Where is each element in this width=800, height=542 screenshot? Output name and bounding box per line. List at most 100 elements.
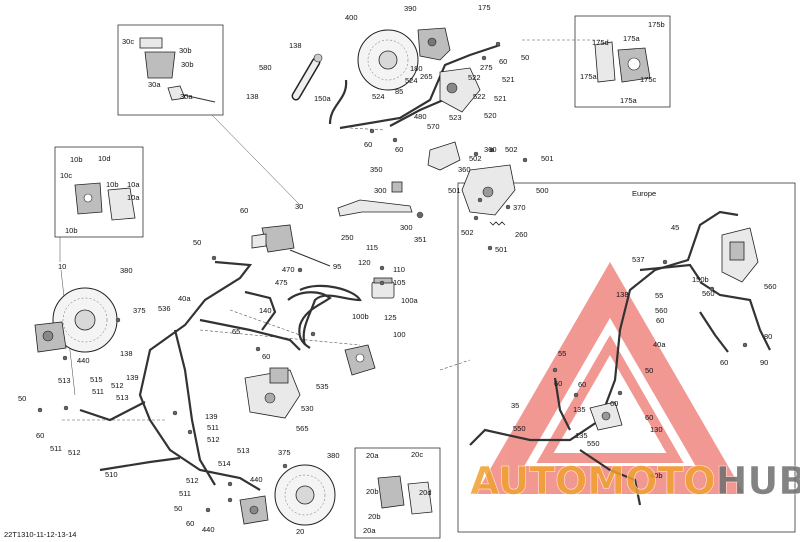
label-20a: 20a	[366, 451, 379, 460]
label-300: 300	[374, 186, 387, 195]
label-10c: 10c	[60, 171, 72, 180]
label-30b: 30b	[179, 46, 192, 55]
label-522b: 522	[473, 92, 486, 101]
label-375: 375	[133, 306, 146, 315]
abs-bracket-520	[439, 67, 481, 113]
label-175: 175	[478, 3, 491, 12]
label-535: 535	[316, 382, 329, 391]
fasteners	[37, 41, 748, 513]
label-560: 560	[702, 289, 715, 298]
label-60j: 60	[578, 380, 586, 389]
label-20: 20	[296, 527, 304, 536]
label-250: 250	[341, 233, 354, 242]
label-90: 90	[760, 358, 768, 367]
label-351: 351	[414, 235, 427, 244]
label-40a-eu: 40a	[653, 340, 666, 349]
label-536: 536	[158, 304, 171, 313]
label-524b: 524	[372, 92, 385, 101]
europe-abs-module-130	[589, 401, 623, 431]
caliper-390	[417, 27, 451, 61]
inset-frame-caliper-10	[54, 146, 144, 238]
label-511b: 511	[50, 444, 62, 453]
label-10a2: 10a	[127, 193, 140, 202]
diagram-code: 22T1310-11-12-13-14	[4, 530, 76, 539]
label-514: 514	[218, 459, 231, 468]
pedal-bracket-500	[461, 164, 516, 216]
label-511: 511	[92, 387, 104, 396]
label-175c: 175c	[640, 75, 657, 84]
label-30a2: 30a	[180, 92, 193, 101]
label-10b3: 10b	[65, 226, 78, 235]
label-20a2: 20a	[363, 526, 376, 535]
label-10b: 10b	[70, 155, 83, 164]
label-513b: 513	[116, 393, 129, 402]
label-520: 520	[484, 111, 497, 120]
label-60d: 60	[240, 206, 248, 215]
europe-brake-lines	[469, 210, 771, 506]
label-110: 110	[393, 265, 405, 274]
label-511d: 511	[179, 489, 191, 498]
brake-line-175	[339, 43, 501, 130]
label-80: 80	[764, 332, 772, 341]
label-537: 537	[632, 255, 645, 264]
inset-frames	[54, 15, 796, 539]
label-55: 55	[655, 291, 663, 300]
label-521b: 521	[494, 94, 507, 103]
label-380: 380	[120, 266, 133, 275]
label-524: 524	[405, 76, 418, 85]
label-580: 580	[259, 63, 272, 72]
label-100b: 100b	[352, 312, 369, 321]
label-390: 390	[404, 4, 417, 13]
label-60m: 60	[554, 379, 562, 388]
label-60l: 60	[645, 413, 653, 422]
label-60g: 60	[186, 519, 194, 528]
label-360b: 360	[458, 165, 471, 174]
label-55b: 55	[558, 349, 566, 358]
master-cylinder-100	[344, 344, 376, 376]
label-175b: 175b	[648, 20, 665, 29]
label-510: 510	[105, 470, 118, 479]
spring-260	[489, 221, 506, 226]
label-501b: 501	[448, 186, 461, 195]
label-523: 523	[449, 113, 462, 122]
hose-95	[299, 284, 362, 346]
label-502: 502	[505, 145, 518, 154]
label-10a: 10a	[127, 180, 140, 189]
label-60e: 60	[262, 352, 270, 361]
label-380b: 380	[327, 451, 340, 460]
label-522: 522	[468, 73, 481, 82]
label-60b: 60	[364, 140, 372, 149]
label-175a2: 175a	[580, 72, 598, 81]
label-512b: 512	[68, 448, 81, 457]
label-550: 550	[513, 424, 526, 433]
caliper-20-exploded	[377, 475, 433, 515]
label-100a: 100a	[401, 296, 419, 305]
label-180: 180	[410, 64, 423, 73]
caliper-10-exploded	[74, 182, 136, 221]
label-40a: 40a	[178, 294, 191, 303]
label-125: 125	[384, 313, 397, 322]
watermark-logo	[475, 262, 745, 494]
label-60k: 60	[610, 399, 618, 408]
label-60i: 60	[720, 358, 728, 367]
label-570: 570	[427, 122, 440, 131]
label-275: 275	[480, 63, 493, 72]
label-60c: 60	[395, 145, 403, 154]
label-138: 138	[289, 41, 302, 50]
label-20b: 20b	[366, 487, 379, 496]
label-512: 512	[111, 381, 124, 390]
label-560c: 560	[655, 306, 668, 315]
label-140: 140	[259, 306, 272, 315]
caliper-20-assembled	[239, 495, 269, 525]
label-105: 105	[393, 278, 406, 287]
label-60: 60	[499, 57, 507, 66]
label-40b: 40b	[650, 471, 663, 480]
main-brake-lines	[79, 260, 301, 491]
label-502c: 502	[461, 228, 474, 237]
label-175a3: 175a	[620, 96, 638, 105]
inset-frame-caliper-20	[354, 447, 441, 539]
label-120: 120	[358, 258, 371, 267]
label-475: 475	[275, 278, 288, 287]
abs-module-530	[244, 367, 301, 419]
